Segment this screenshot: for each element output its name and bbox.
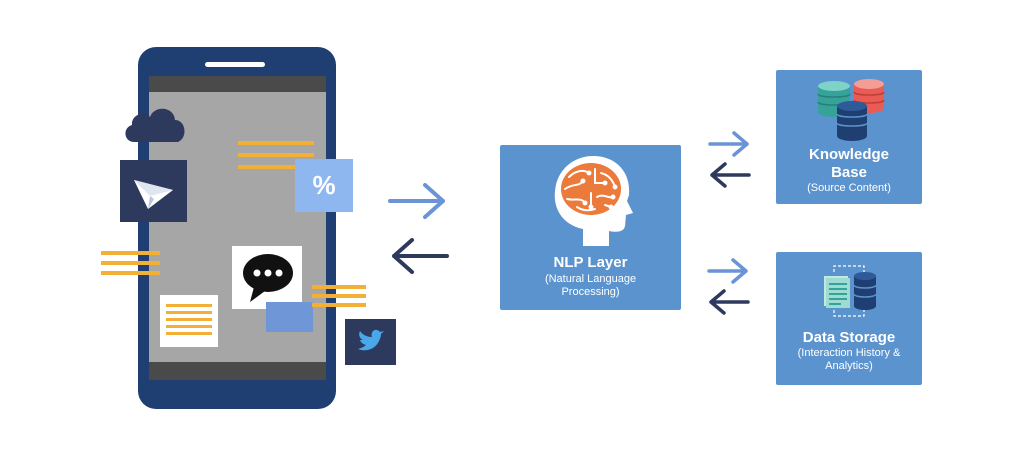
paper-plane-icon: [120, 160, 187, 222]
screen-bottom-bar: [149, 362, 326, 380]
arrow-from-knowledge-base: [706, 161, 752, 189]
percent-icon: %: [295, 159, 353, 212]
data-storage-node: Data Storage (Interaction History & Anal…: [776, 252, 922, 385]
cloud-icon: [122, 104, 188, 144]
data-transfer-icon: [820, 262, 880, 320]
chat-bubble-icon: [232, 246, 302, 309]
data-storage-title: Data Storage: [802, 329, 896, 346]
arrow-from-data-storage: [705, 288, 751, 316]
phone-speaker: [205, 62, 265, 67]
brain-head-icon: [549, 153, 635, 247]
smartphone: [0, 0, 420, 455]
nlp-layer-node: NLP Layer (Natural Language Processing): [500, 145, 681, 310]
arrow-to-nlp: [387, 182, 449, 220]
nlp-layer-title: NLP Layer: [553, 254, 628, 271]
twitter-icon: [345, 319, 396, 365]
screen-top-bar: [149, 76, 326, 92]
data-storage-subtitle: (Interaction History & Analytics): [797, 347, 901, 372]
text-lines-decoration: [101, 251, 160, 275]
text-lines-decoration: [238, 141, 314, 171]
nlp-layer-subtitle: (Natural Language Processing): [544, 273, 637, 298]
knowledge-base-subtitle: (Source Content): [807, 182, 891, 194]
knowledge-base-node: Knowledge Base (Source Content): [776, 70, 922, 204]
arrow-from-nlp: [389, 237, 451, 275]
arrow-to-data-storage: [706, 257, 752, 285]
document-icon: [160, 295, 218, 347]
knowledge-base-title: Knowledge Base: [808, 146, 889, 181]
message-card-decoration: [266, 283, 370, 333]
database-icon: [816, 78, 888, 142]
arrow-to-knowledge-base: [707, 130, 753, 158]
